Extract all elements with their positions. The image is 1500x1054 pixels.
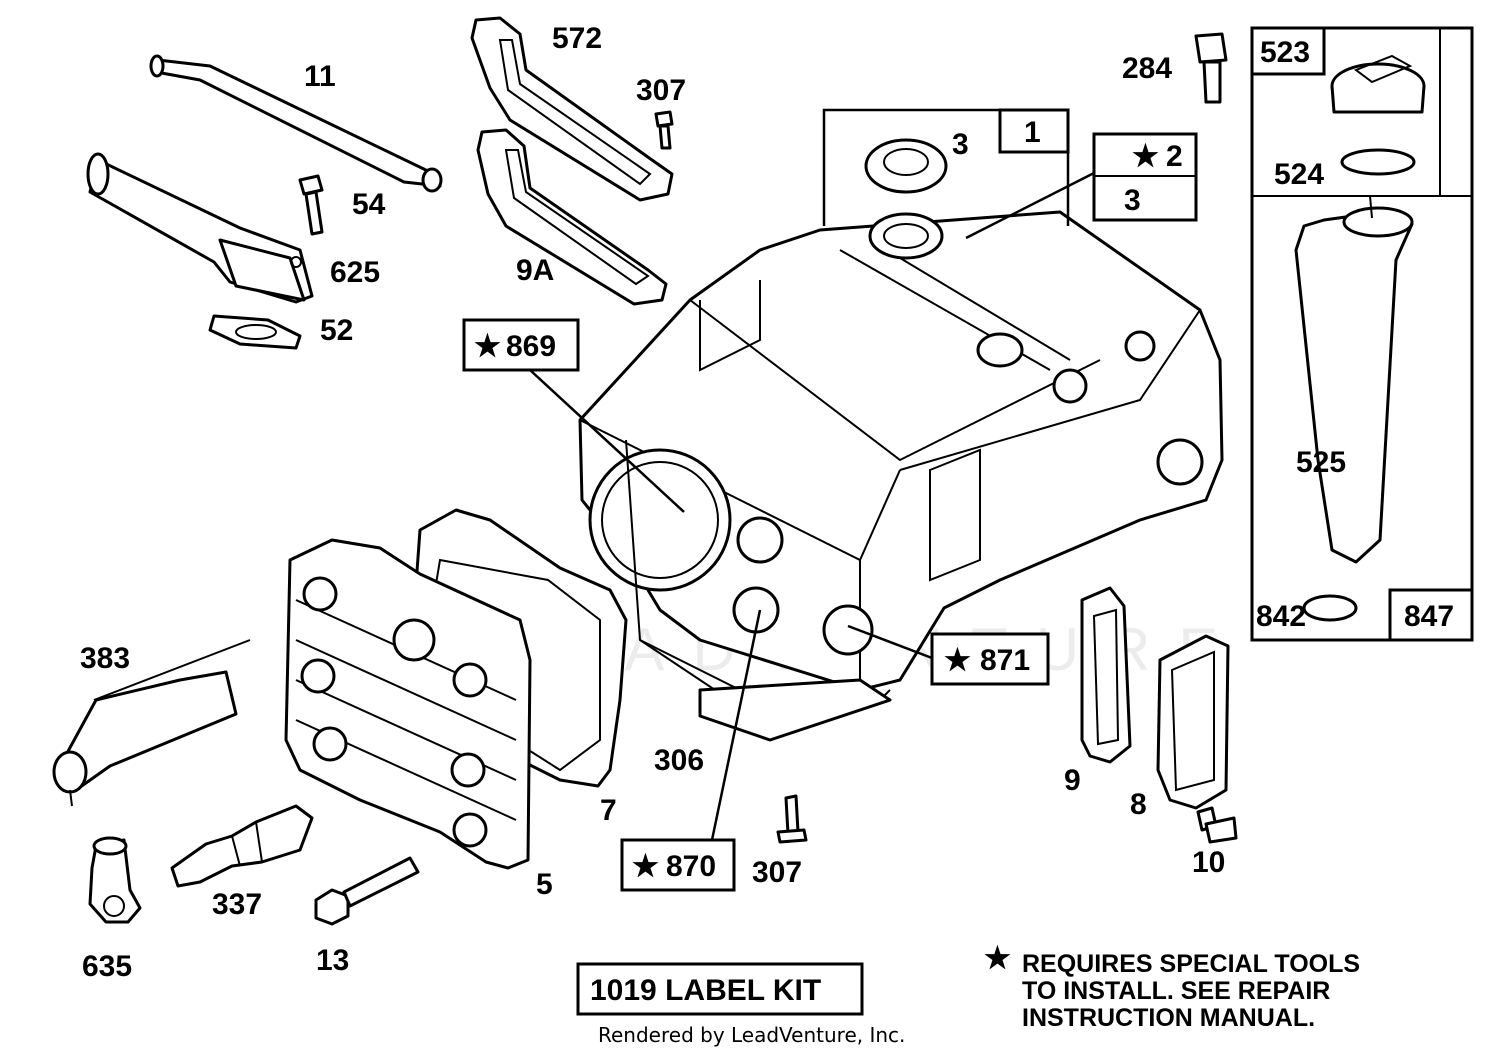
callout-box-869 <box>462 318 685 513</box>
callout-box-871 <box>847 624 1050 686</box>
label-kit-text: 1019 LABEL KIT <box>590 974 821 1007</box>
star-icon: ★ <box>632 850 659 883</box>
label-kit-box <box>576 962 864 1016</box>
part-label-5: 5 <box>536 868 553 901</box>
part-label-3-seal: 3 <box>952 128 969 161</box>
special-tools-note-line1: REQUIRES SPECIAL TOOLS <box>1022 950 1360 978</box>
cylinder-block-part <box>578 210 1224 722</box>
footer-credit: Rendered by LeadVenture, Inc. <box>598 1023 905 1047</box>
dipstick-group <box>1250 26 1474 642</box>
part-label-847: 847 <box>1404 600 1454 633</box>
breather-cover-gasket-part <box>1080 586 1132 764</box>
screw-part <box>654 110 674 150</box>
part-label-284: 284 <box>1122 52 1172 85</box>
screw-part <box>298 174 324 236</box>
screw-part <box>1196 806 1238 844</box>
special-tools-note-line2: TO INSTALL. SEE REPAIR <box>1022 977 1330 1005</box>
part-label-10: 10 <box>1192 846 1225 879</box>
callout-frame-1 <box>822 108 1097 240</box>
base-gasket-part <box>698 678 892 742</box>
part-label-523: 523 <box>1260 36 1310 69</box>
oil-seal-part <box>864 138 948 194</box>
cylinder-head-part <box>284 538 532 870</box>
part-label-307-top: 307 <box>636 74 686 107</box>
part-label-3-box: 3 <box>1124 184 1141 217</box>
special-tools-note-line3: INSTRUCTION MANUAL. <box>1022 1004 1315 1032</box>
part-label-54: 54 <box>352 188 386 221</box>
part-label-8: 8 <box>1130 788 1147 821</box>
part-label-337: 337 <box>212 888 262 921</box>
intake-gasket-part <box>470 16 674 202</box>
fuel-line-part <box>52 639 251 807</box>
part-label-9a: 9A <box>516 254 554 287</box>
part-label-524: 524 <box>1274 158 1324 191</box>
part-label-870: 870 <box>666 850 716 883</box>
part-label-2: 2 <box>1166 140 1183 173</box>
star-icon: ★ <box>474 330 501 363</box>
head-bolt-part <box>314 856 420 926</box>
star-icon: ★ <box>984 942 1011 975</box>
breather-housing-part <box>86 152 314 304</box>
part-label-11: 11 <box>304 60 336 93</box>
part-label-52: 52 <box>320 314 353 347</box>
callout-box-2 <box>1092 132 1198 222</box>
part-label-1: 1 <box>1024 116 1041 149</box>
part-label-871: 871 <box>980 644 1030 677</box>
spark-plug-boot-part <box>88 836 142 924</box>
part-label-7: 7 <box>600 794 617 827</box>
part-label-635: 635 <box>82 950 132 983</box>
part-label-383: 383 <box>80 642 130 675</box>
spark-plug-part <box>170 804 314 888</box>
callout-box-870 <box>620 609 762 892</box>
star-icon: ★ <box>1132 140 1159 173</box>
breather-tube-part <box>149 54 443 193</box>
part-label-307-bottom: 307 <box>752 856 802 889</box>
part-label-13: 13 <box>316 944 349 977</box>
part-label-572: 572 <box>552 22 602 55</box>
breather-gasket-part <box>208 314 302 350</box>
screw-part <box>1194 32 1228 104</box>
part-label-306: 306 <box>654 744 704 777</box>
screw-part <box>776 794 808 844</box>
part-label-9: 9 <box>1064 764 1081 797</box>
star-icon: ★ <box>944 644 971 677</box>
part-label-525: 525 <box>1296 446 1346 479</box>
part-label-625: 625 <box>330 256 380 289</box>
breather-cover-part <box>1156 634 1230 810</box>
gasket-9a-part <box>476 128 668 306</box>
part-label-869: 869 <box>506 330 556 363</box>
part-label-842: 842 <box>1256 600 1306 633</box>
